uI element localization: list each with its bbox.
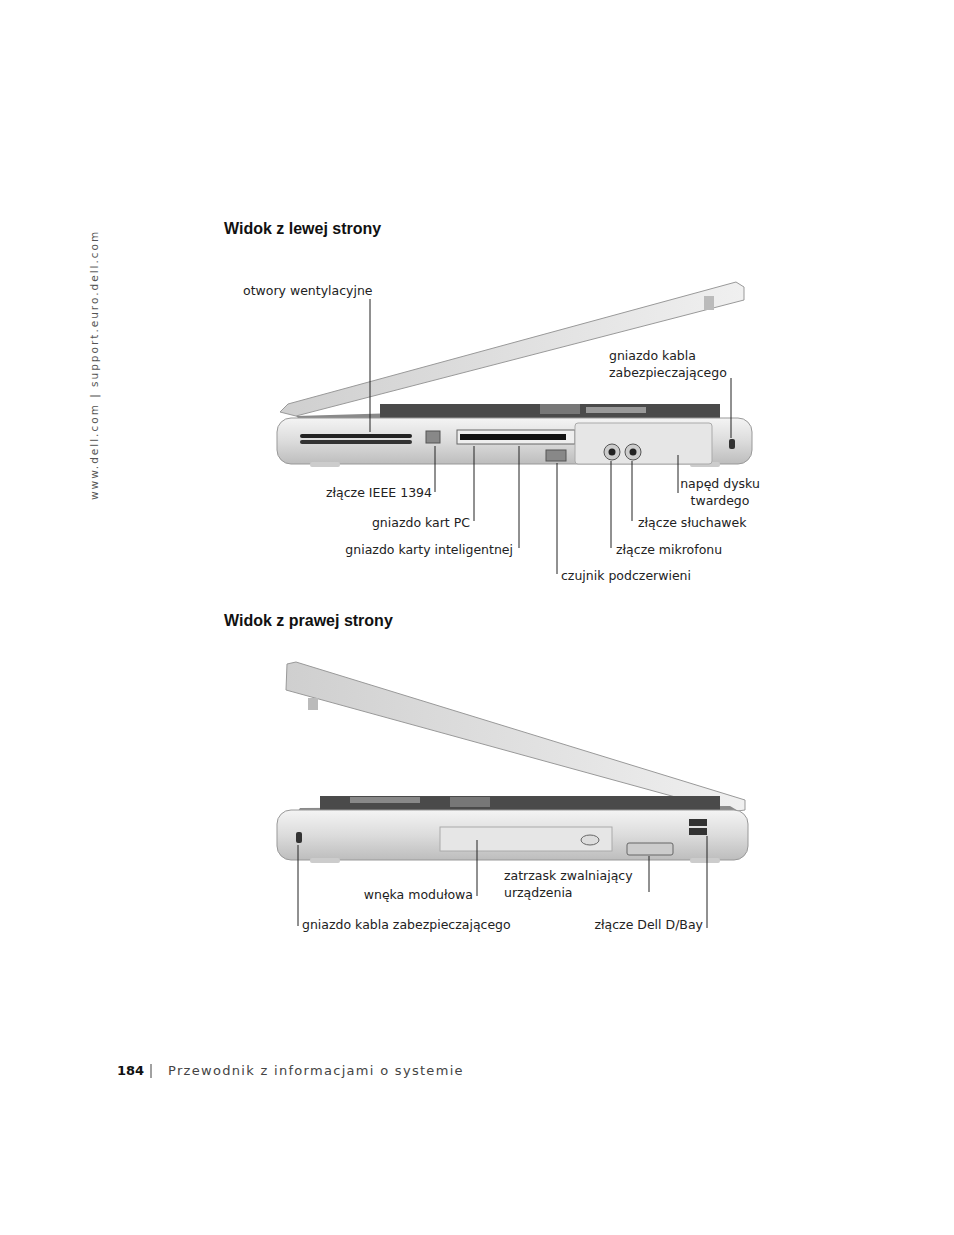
leader-lines: [298, 836, 707, 928]
right-view: [277, 662, 748, 928]
footer-text: Przewodnik z informacjami o systemie: [168, 1062, 464, 1079]
leader-lines: [370, 299, 731, 574]
part-label: czujnik podczerwieni: [561, 567, 691, 584]
section-heading: Widok z lewej strony: [224, 220, 381, 237]
part-label: złącze słuchawek: [638, 514, 746, 531]
footer-separator: [151, 1064, 152, 1078]
part-label: złącze mikrofonu: [616, 541, 722, 558]
part-label: gniazdo karty inteligentnej: [345, 541, 513, 558]
part-label: napęd dysku twardego: [674, 475, 766, 509]
section-heading: Widok z prawej strony: [224, 612, 393, 629]
part-label: złącze Dell D/Bay: [594, 916, 703, 933]
part-label: gniazdo kart PC: [372, 514, 470, 531]
part-label: zatrzask zwalniający urządzenia: [504, 867, 654, 901]
part-label: gniazdo kabla zabezpieczającego: [609, 347, 739, 381]
part-label: gniazdo kabla zabezpieczającego: [302, 916, 511, 933]
website-url: www.dell.com | support.euro.dell.com: [86, 230, 103, 500]
part-label: złącze IEEE 1394: [326, 484, 432, 501]
left-view: [277, 282, 752, 574]
part-label: wnęka modułowa: [364, 886, 473, 903]
part-label: otwory wentylacyjne: [243, 282, 373, 299]
page-number: 184: [117, 1062, 144, 1079]
